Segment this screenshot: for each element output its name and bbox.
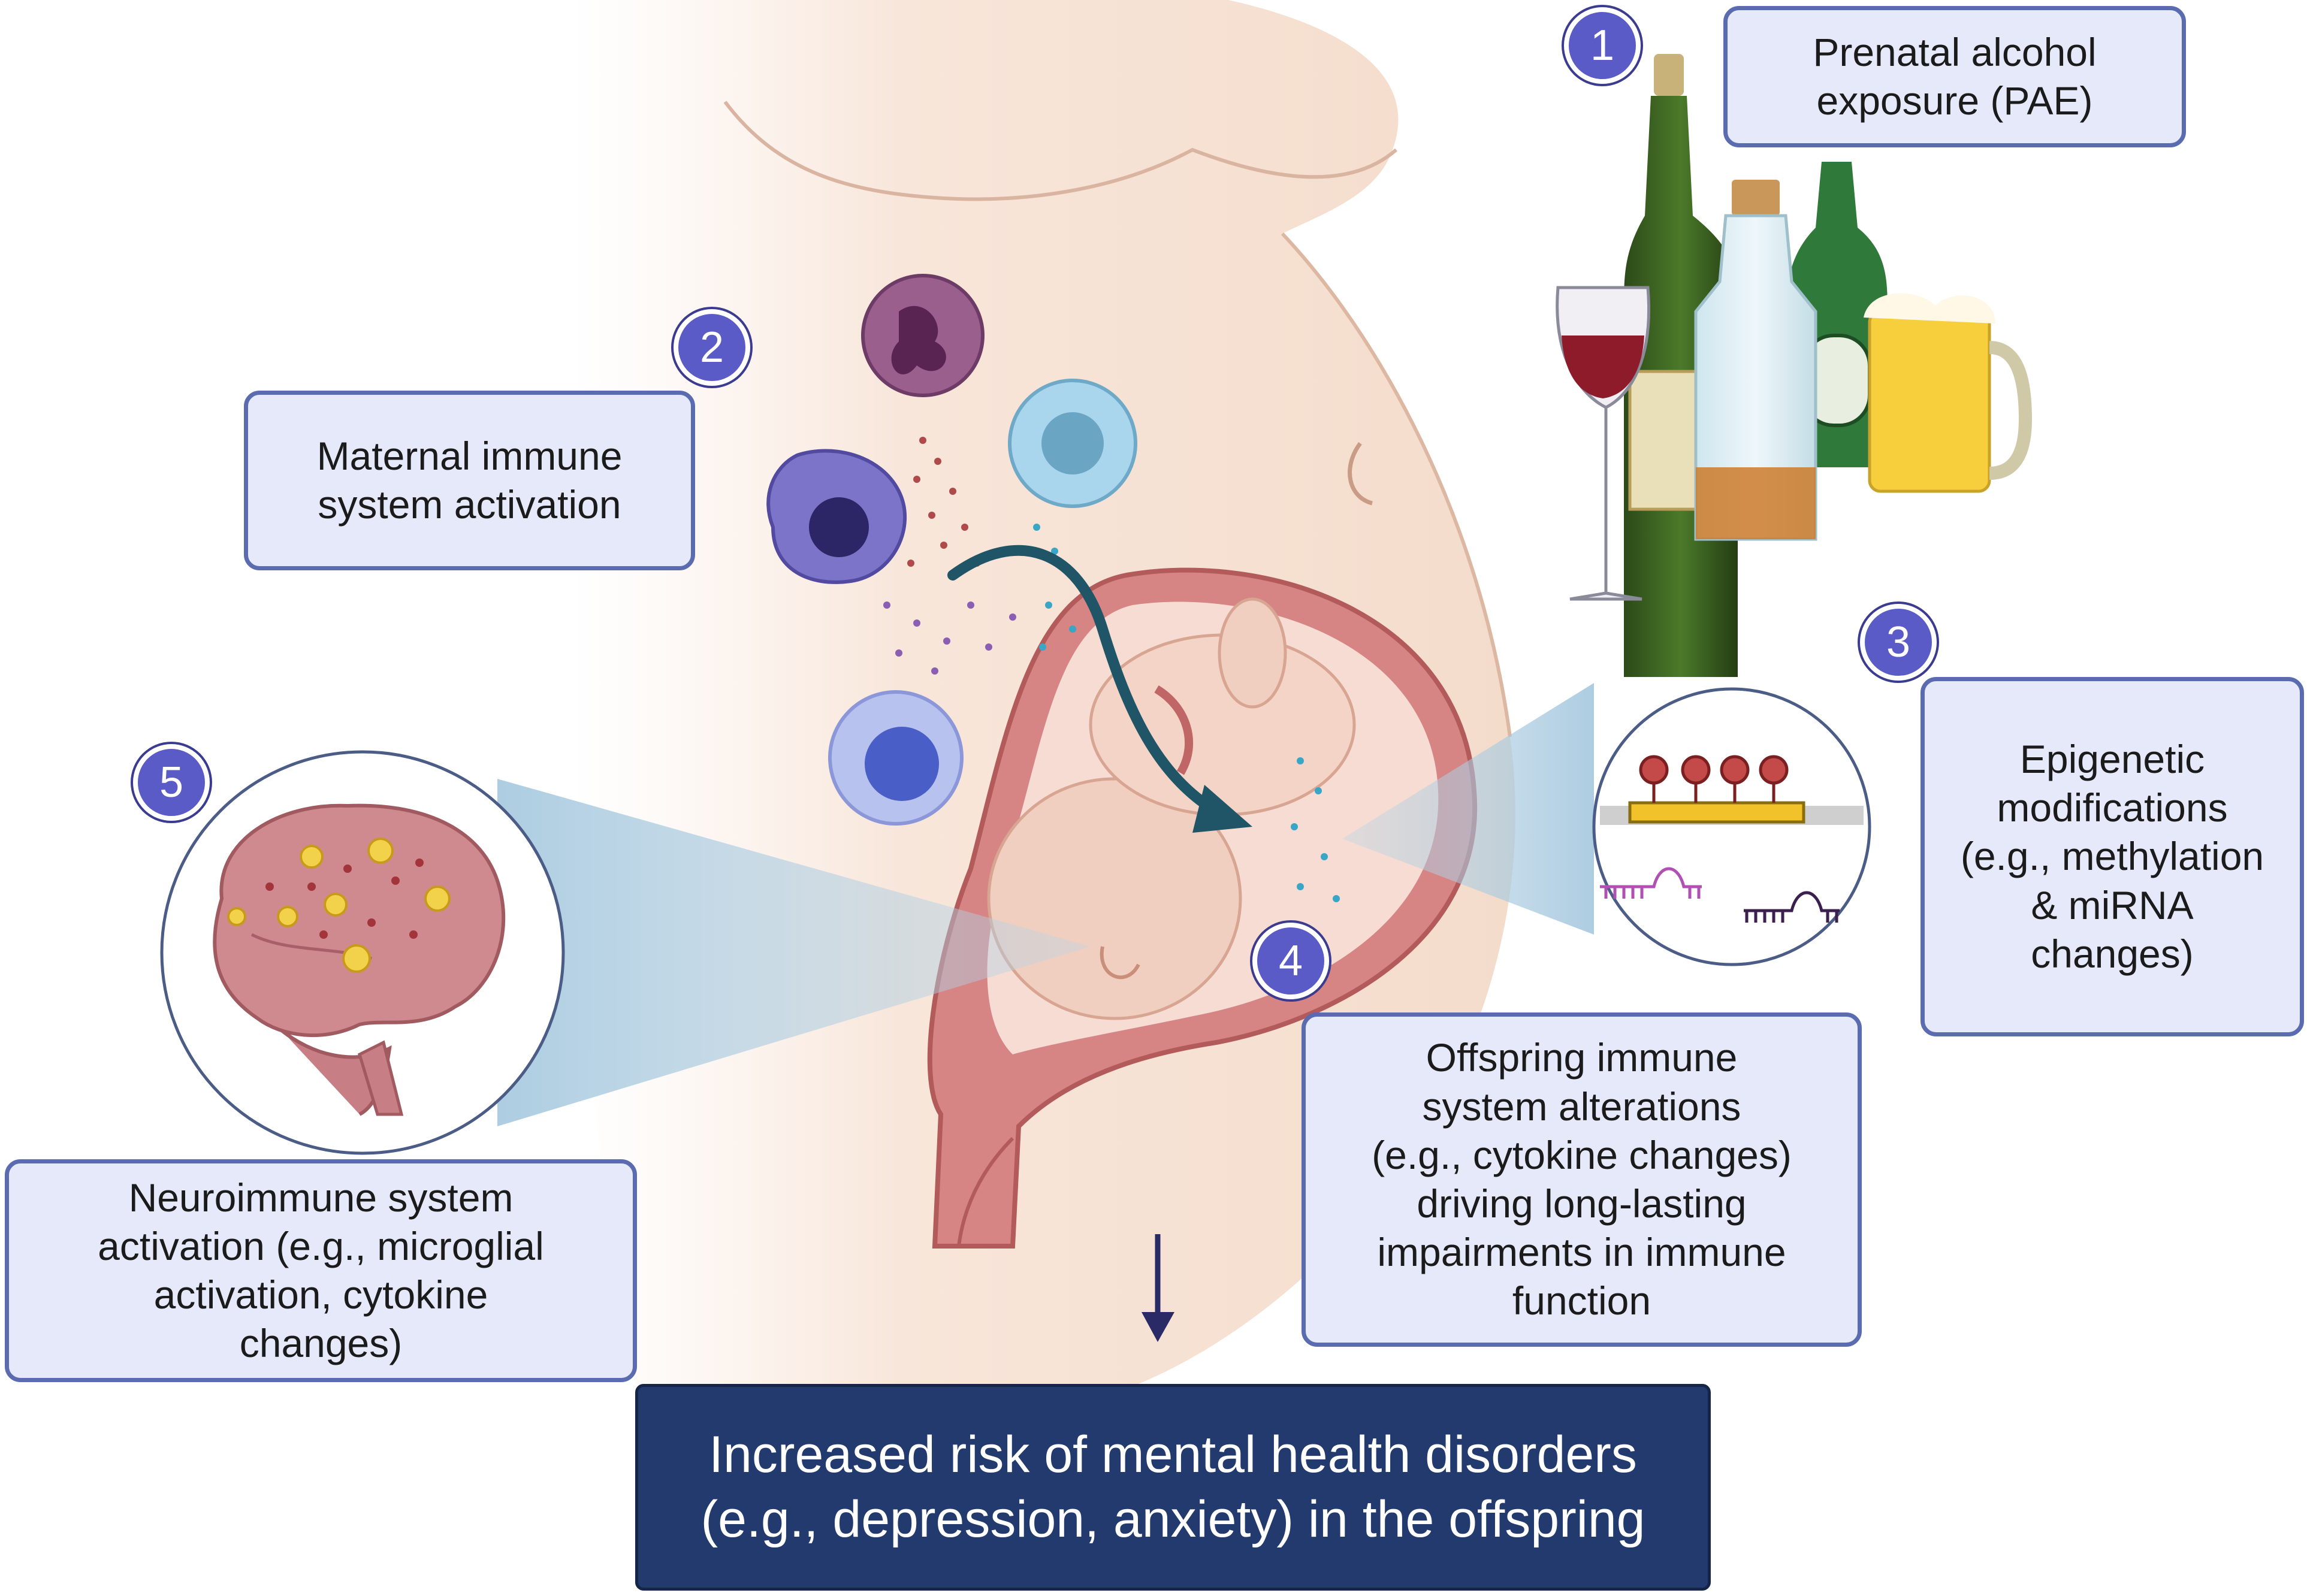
step-badge-5: 5 <box>133 744 210 821</box>
step-3-line-1: Epigenetic <box>2019 737 2205 782</box>
step-1-line-2: exposure (PAE) <box>1816 78 2093 123</box>
step-4-line-5: impairments in immune <box>1377 1230 1786 1275</box>
step-box-neuroimmune-activation: Neuroimmune system activation (e.g., mic… <box>5 1159 637 1382</box>
step-badge-3: 3 <box>1860 604 1937 681</box>
step-3-line-5: changes) <box>2031 931 2194 976</box>
step-5-line-1: Neuroimmune system <box>128 1175 514 1220</box>
mirna-icon <box>1600 867 1840 923</box>
outcome-line-2: (e.g., depression, anxiety) in the offsp… <box>700 1490 1645 1548</box>
step-2-line-1: Maternal immune <box>316 433 623 478</box>
step-3-line-3: (e.g., methylation <box>1960 834 2264 879</box>
step-badge-4: 4 <box>1252 923 1329 999</box>
step-4-line-4: driving long-lasting <box>1417 1181 1747 1226</box>
epigenetics-zoom-circle <box>1592 687 1871 966</box>
transfer-arrow <box>947 545 1252 833</box>
outcome-line-1: Increased risk of mental health disorder… <box>709 1426 1637 1483</box>
step-box-maternal-immune-activation: Maternal immune system activation <box>244 391 695 570</box>
zoom-beam-epigenetic <box>1342 683 1594 935</box>
immune-cell-icon <box>766 274 1137 826</box>
fetus-in-uterus-icon <box>927 567 1478 1249</box>
cytokine-particles <box>883 437 1340 902</box>
step-badge-1: 1 <box>1564 7 1641 84</box>
step-5-line-4: changes) <box>239 1321 403 1366</box>
step-4-line-1: Offspring immune <box>1426 1035 1738 1080</box>
outcome-box-mental-health-risk: Increased risk of mental health disorder… <box>635 1384 1711 1591</box>
step-1-line-1: Prenatal alcohol <box>1813 29 2097 74</box>
step-badge-2: 2 <box>674 309 750 386</box>
step-4-line-2: system alterations <box>1422 1084 1741 1129</box>
alcoholic-drinks-icon <box>1556 54 2033 677</box>
step-5-line-3: activation, cytokine <box>153 1272 488 1317</box>
step-5-line-2: activation (e.g., microglial <box>98 1223 544 1268</box>
step-3-line-2: modifications <box>1997 785 2228 830</box>
microglia-icon <box>227 838 451 973</box>
step-box-epigenetic-modifications: Epigenetic modifications (e.g., methylat… <box>1921 677 2304 1036</box>
step-2-line-2: system activation <box>318 482 621 527</box>
step-4-line-3: (e.g., cytokine changes) <box>1372 1132 1792 1177</box>
zoom-beam-neuroimmune <box>497 779 1091 1126</box>
brain-icon <box>213 803 506 1116</box>
brain-zoom-circle <box>160 750 565 1155</box>
dna-methylation-icon <box>1600 755 1864 825</box>
step-box-offspring-immune-alterations: Offspring immune system alterations (e.g… <box>1302 1012 1862 1347</box>
step-box-prenatal-alcohol-exposure: Prenatal alcohol exposure (PAE) <box>1723 6 2186 147</box>
step-3-line-4: & miRNA <box>2031 882 2194 927</box>
step-4-line-6: function <box>1512 1278 1651 1323</box>
down-arrow-icon <box>1142 1234 1174 1342</box>
